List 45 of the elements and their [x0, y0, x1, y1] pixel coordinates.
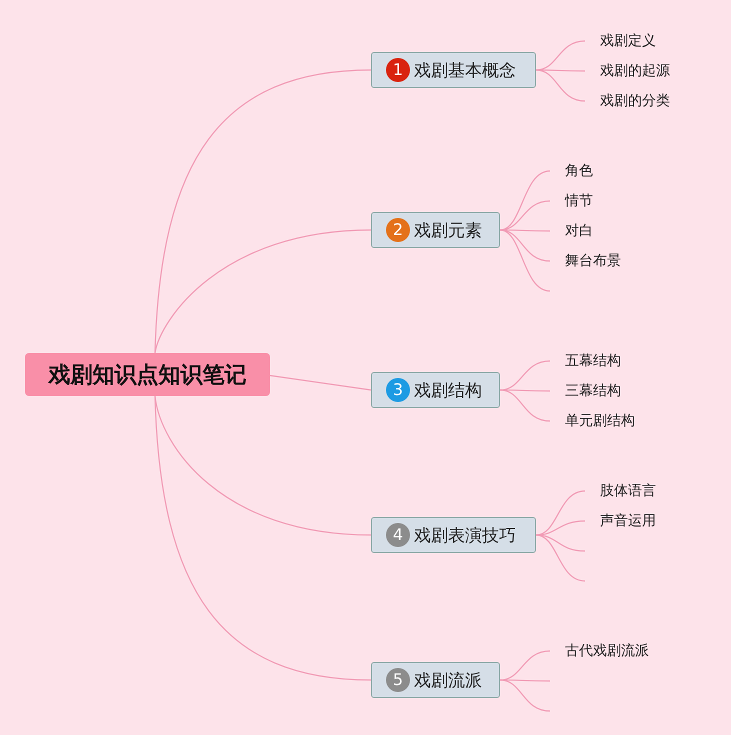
branch-label: 戏剧定义 — [585, 31, 656, 51]
branch-label: 情节 — [550, 191, 593, 211]
branch-line — [154, 396, 372, 681]
branch-line — [154, 396, 372, 536]
branch-line — [536, 69, 586, 102]
branch-label: 对白 — [550, 221, 593, 241]
branch-label: 肢体语言 — [585, 481, 656, 501]
branch-label: 三幕结构 — [550, 381, 621, 401]
number-badge: 5 — [386, 668, 410, 692]
branch-label: 单元剧结构 — [550, 411, 635, 431]
branch-line — [536, 490, 586, 536]
branch-line — [500, 650, 550, 681]
branch-label: 戏剧的起源 — [585, 61, 670, 81]
topic-label: 戏剧结构 — [414, 380, 482, 402]
topic-box — [371, 52, 536, 88]
topic-label: 戏剧流派 — [414, 670, 482, 692]
topic-box — [371, 212, 500, 248]
topic-label: 戏剧元素 — [414, 220, 482, 242]
branch-label: 戏剧的分类 — [585, 91, 670, 111]
branch-label: 古代戏剧流派 — [550, 641, 649, 661]
branch-label: 声音运用 — [585, 511, 656, 531]
number-badge: 1 — [386, 58, 410, 82]
branch-line — [500, 389, 550, 422]
branch-label: 角色 — [550, 161, 593, 181]
branch-line — [500, 170, 550, 231]
branch-line — [154, 229, 372, 354]
branch-label: 五幕结构 — [550, 351, 621, 371]
branch-line — [270, 374, 372, 391]
number-badge: 3 — [386, 378, 410, 402]
branch-line — [500, 200, 550, 231]
topic-box — [371, 662, 500, 698]
branch-line — [500, 229, 550, 292]
topic-box — [371, 517, 536, 553]
root-box: 戏剧知识点知识笔记 — [25, 353, 270, 396]
branch-line — [536, 40, 586, 71]
branch-line — [500, 360, 550, 391]
branch-label: 舞台布景 — [550, 251, 621, 271]
branch-line — [536, 534, 586, 582]
topic-box — [371, 372, 500, 408]
number-badge: 4 — [386, 523, 410, 547]
branch-line — [500, 679, 550, 712]
topic-label: 戏剧基本概念 — [414, 60, 516, 82]
number-badge: 2 — [386, 218, 410, 242]
topic-label: 戏剧表演技巧 — [414, 524, 516, 546]
branch-line — [154, 69, 372, 354]
